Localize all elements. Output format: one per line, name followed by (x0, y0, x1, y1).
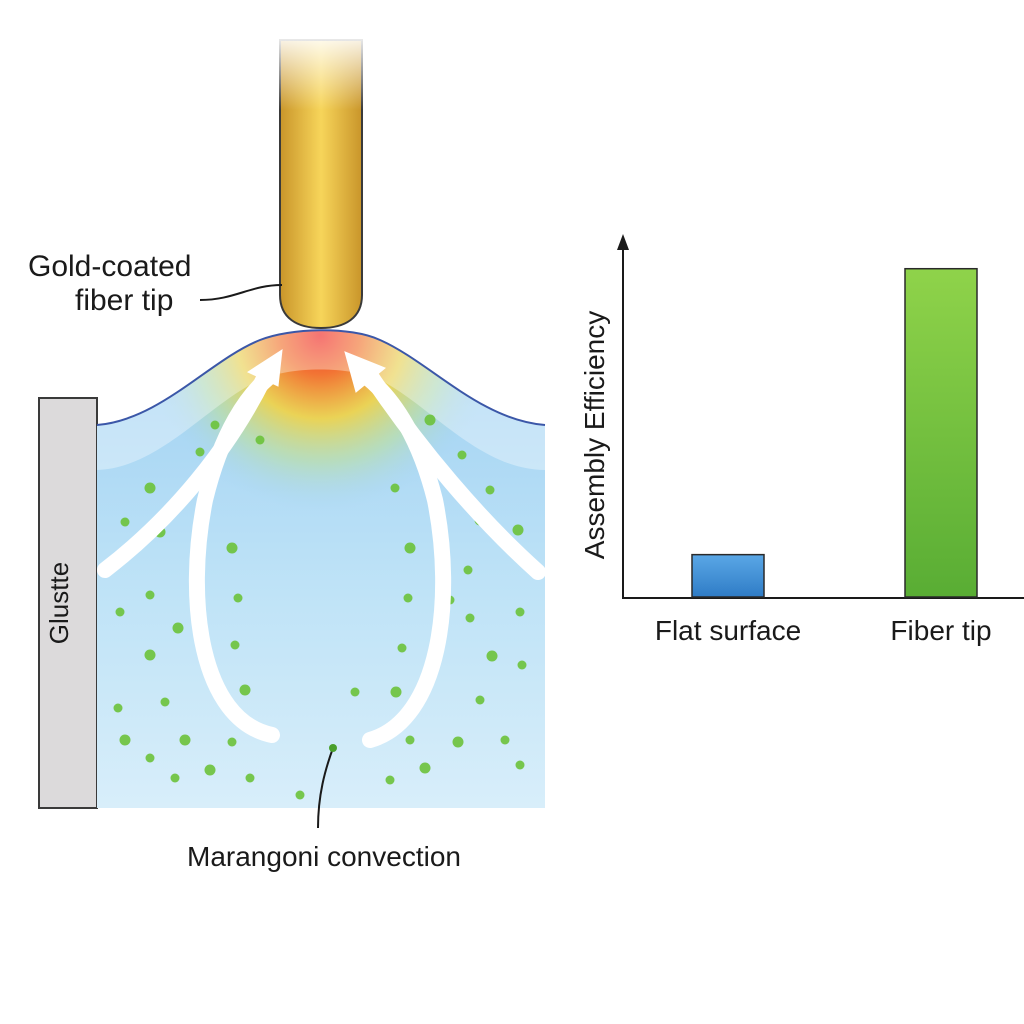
particle-dot (512, 524, 524, 536)
particle-dot (230, 640, 240, 650)
particle-dot (195, 447, 205, 457)
liquid-surface-line (96, 329, 546, 426)
particle-dot (452, 736, 464, 748)
particle-dot (419, 762, 431, 774)
particle-dot (204, 764, 216, 776)
particle-dot (424, 414, 436, 426)
particle-dot (500, 735, 510, 745)
particle-dot (397, 643, 407, 653)
particle-dot (239, 684, 251, 696)
particle-dot (170, 773, 180, 783)
particle-dot (255, 435, 265, 445)
particle-dot (404, 542, 416, 554)
assembly-efficiency-chart: Assembly Efficiency Flat surface Fiber ti… (579, 234, 1024, 646)
convection-leader-line (317, 747, 334, 829)
particle-dot (233, 593, 243, 603)
particle-dot (457, 450, 467, 460)
particle-dot (145, 753, 155, 763)
particle-dot (515, 607, 525, 617)
convection-arrow-inner-right (360, 370, 452, 748)
particle-dot (350, 687, 360, 697)
x-tick-label: Flat surface (655, 615, 801, 646)
bar-flat-surface (691, 553, 765, 598)
gold-fiber-tip (276, 30, 366, 330)
marangoni-diagram: Glustte (28, 30, 546, 872)
fiber-label-line2: fiber tip (75, 284, 173, 317)
particle-dot (390, 483, 400, 493)
particle-highlight (329, 744, 337, 752)
fiber-leader-line (199, 284, 283, 301)
particle-dot (295, 790, 305, 800)
particle-dot (210, 420, 220, 430)
particle-dot (144, 649, 156, 661)
y-axis-label: Assembly Efficiency (579, 311, 610, 559)
particle-dot (405, 735, 415, 745)
particle-dot (486, 650, 498, 662)
bar-fiber-tip (904, 267, 978, 598)
y-axis-arrow-icon (617, 234, 629, 250)
particle-dot (515, 760, 525, 770)
particle-dot (226, 542, 238, 554)
convection-arrows (97, 349, 546, 748)
bars-group: Flat surface Fiber tip (655, 267, 992, 646)
fiber-label-line1: Gold-coated (28, 250, 191, 283)
particle-dot (115, 607, 125, 617)
particle-dot (120, 517, 130, 527)
particle-dot (463, 565, 473, 575)
particle-dot (517, 660, 527, 670)
particle-dot (385, 775, 395, 785)
x-tick-label: Fiber tip (890, 615, 991, 646)
particle-dot (145, 590, 155, 600)
particle-dot (465, 613, 475, 623)
substrate-label: Glustte (44, 562, 74, 644)
particle-dot (144, 482, 156, 494)
convection-arrow-inner-left (188, 370, 280, 743)
particle-dot (245, 773, 255, 783)
convection-label: Marangoni convection (187, 841, 461, 872)
heat-gradient-zone (97, 330, 545, 808)
particle-dot (227, 737, 237, 747)
particle-dot (403, 593, 413, 603)
liquid-surface-band (97, 330, 545, 470)
particle-dot (160, 697, 170, 707)
particle-dot (390, 686, 402, 698)
particle-dot (179, 734, 191, 746)
particle-dot (172, 622, 184, 634)
particle-dot (113, 703, 123, 713)
particle-dot (119, 734, 131, 746)
substrate-block (38, 397, 98, 809)
particle-dot (475, 695, 485, 705)
particle-dot (485, 485, 495, 495)
